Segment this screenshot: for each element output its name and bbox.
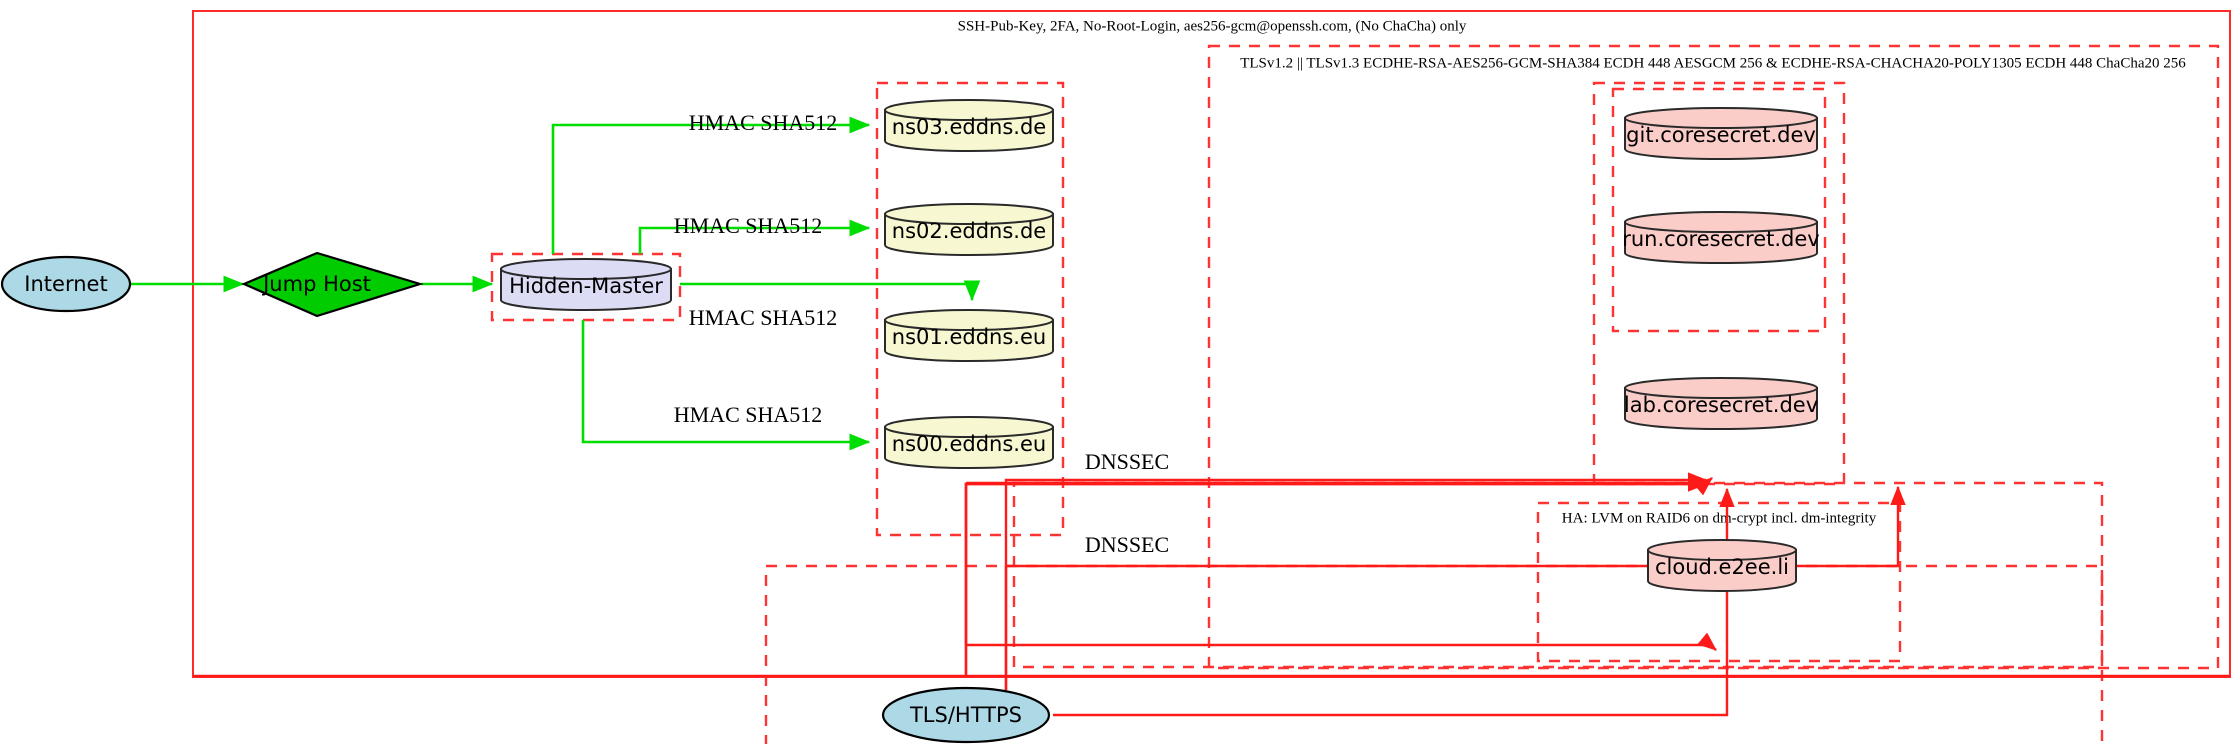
- edge-tls-right-connector: [1053, 656, 1729, 717]
- node-run-coresecret[interactable]: run.coresecret.dev: [1622, 211, 1820, 264]
- edge-tls-left-rail: [1004, 472, 1708, 566]
- edge-label-dnssec-lower: DNSSEC: [1085, 532, 1169, 557]
- node-jump-host-label: Jump Host: [261, 272, 371, 296]
- node-cloud-e2ee[interactable]: cloud.e2ee.li: [1647, 539, 1797, 592]
- node-git-coresecret-label: git.coresecret.dev: [1626, 123, 1816, 147]
- node-tls-https-label: TLS/HTTPS: [909, 703, 1022, 727]
- cluster-hidden-master-boundary: [490, 252, 682, 322]
- cluster-dns-boundary: [875, 81, 1065, 537]
- edge-label-hmac-ns00: HMAC SHA512: [674, 402, 823, 427]
- node-jump-host[interactable]: Jump Host: [241, 251, 424, 318]
- node-ns00[interactable]: ns00.eddns.eu: [884, 416, 1054, 469]
- node-lab-coresecret[interactable]: lab.coresecret.dev: [1624, 377, 1818, 430]
- cluster-ha-boundary: [1536, 501, 1902, 663]
- edge-label-dnssec-upper: DNSSEC: [1085, 449, 1169, 474]
- edge-hiddenmaster-to-ns01: [680, 280, 981, 302]
- edge-hiddenmaster-to-ns03: [551, 116, 871, 254]
- node-lab-coresecret-label: lab.coresecret.dev: [1624, 393, 1818, 417]
- cluster-coresecret-inner-boundary: [1611, 87, 1827, 333]
- node-ns02-label: ns02.eddns.de: [892, 219, 1046, 243]
- node-cloud-e2ee-label: cloud.e2ee.li: [1655, 555, 1789, 579]
- edge-label-hmac-ns03: HMAC SHA512: [689, 110, 838, 135]
- edge-dnssec-upper-rail: [966, 477, 1713, 496]
- cluster-tls-boundary: [1207, 44, 2220, 670]
- node-ns01-label: ns01.eddns.eu: [892, 325, 1046, 349]
- green-edges: [131, 116, 981, 451]
- edge-label-hmac-ns02: HMAC SHA512: [674, 213, 823, 238]
- edge-dnssec-mid-rail: [1006, 485, 1906, 568]
- node-ns00-label: ns00.eddns.eu: [892, 432, 1046, 456]
- red-edges: [193, 472, 2230, 717]
- node-ns03-label: ns03.eddns.de: [892, 115, 1046, 139]
- ha-policy-label: HA: LVM on RAID6 on dm-crypt incl. dm-in…: [1562, 510, 1877, 526]
- tls-policy-label: TLSv1.2 || TLSv1.3 ECDHE-RSA-AES256-GCM-…: [1240, 55, 2186, 71]
- cluster-boundaries: [192, 10, 2231, 744]
- edge-hiddenmaster-to-ns00: [581, 320, 871, 451]
- edge-label-hmac-ns01: HMAC SHA512: [689, 305, 838, 330]
- node-ns01[interactable]: ns01.eddns.eu: [884, 309, 1054, 362]
- ssh-policy-label: SSH-Pub-Key, 2FA, No-Root-Login, aes256-…: [958, 18, 1467, 34]
- node-hidden-master-label: Hidden-Master: [509, 274, 663, 298]
- node-hidden-master[interactable]: Hidden-Master: [500, 258, 672, 311]
- cluster-labels: SSH-Pub-Key, 2FA, No-Root-Login, aes256-…: [958, 18, 2187, 526]
- node-internet-label: Internet: [24, 272, 107, 296]
- node-tls-https[interactable]: TLS/HTTPS: [881, 686, 1051, 744]
- cluster-coresecret-outer-boundary: [1592, 81, 1846, 486]
- node-ns03[interactable]: ns03.eddns.de: [884, 99, 1054, 152]
- node-git-coresecret[interactable]: git.coresecret.dev: [1624, 107, 1818, 160]
- cluster-ssh-boundary: [192, 10, 2231, 678]
- edge-hiddenmaster-to-ns02: [638, 219, 871, 254]
- edge-dnssec-lower-rail: [966, 632, 1717, 651]
- node-ns02[interactable]: ns02.eddns.de: [884, 203, 1054, 256]
- node-run-coresecret-label: run.coresecret.dev: [1622, 227, 1820, 251]
- node-internet[interactable]: Internet: [0, 255, 132, 313]
- cluster-dnssec-upper-boundary: [1012, 481, 2104, 669]
- edge-labels: HMAC SHA512 HMAC SHA512 HMAC SHA512 HMAC…: [674, 110, 1169, 557]
